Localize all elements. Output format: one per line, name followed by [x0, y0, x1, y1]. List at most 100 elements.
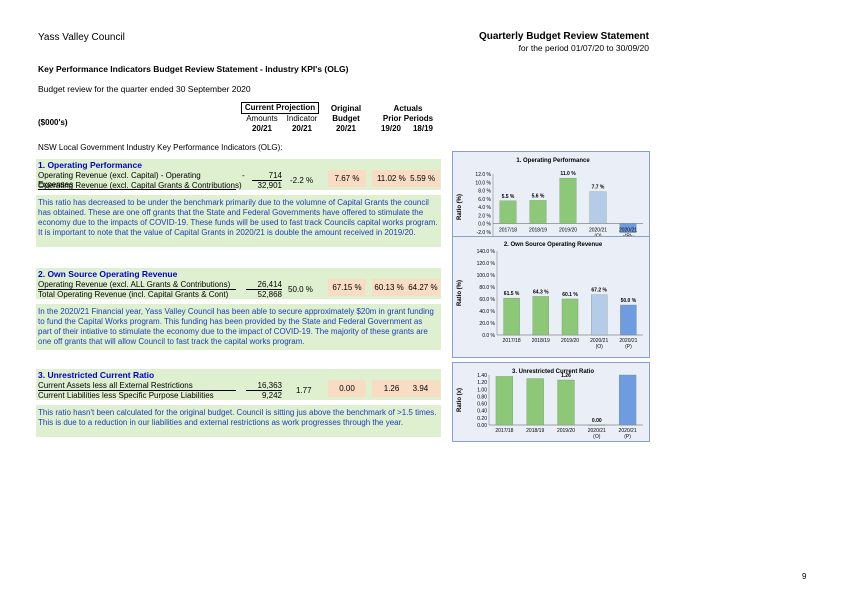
current-projection-header: Current Projection: [241, 102, 319, 114]
bar: [619, 223, 637, 233]
section2-title: 2. Own Source Operating Revenue: [38, 269, 178, 279]
original-header: Original: [330, 104, 362, 113]
bar: [589, 191, 607, 224]
x-tick-label: (O): [593, 434, 601, 440]
y-tick-label: 20.0 %: [479, 321, 495, 327]
prior2-year: 18/19: [412, 124, 434, 133]
actuals-header: Actuals: [393, 104, 423, 113]
y-tick-label: 0.80: [477, 394, 487, 400]
y-tick-label: 60.0 %: [479, 297, 495, 303]
data-label: 0.00: [592, 418, 602, 424]
chart-title: 2. Own Source Operating Revenue: [504, 242, 603, 248]
section1-row1-prefix: -: [242, 171, 245, 180]
data-label: 61.5 %: [504, 291, 520, 297]
bar: [499, 200, 517, 224]
section3-indicator: 1.77: [296, 386, 312, 395]
section1-row2-value: 32,901: [257, 181, 282, 190]
section3-prior-box: 1.26 3.94: [372, 380, 440, 397]
y-tick-label: 0.60: [477, 402, 487, 408]
data-label: 7.7 %: [592, 185, 605, 191]
section1-budget: 7.67 %: [328, 170, 366, 187]
document-subtitle: Budget review for the quarter ended 30 S…: [38, 84, 251, 94]
section3-commentary: This ratio hasn't been calculated for th…: [38, 408, 437, 427]
section2-budget: 67.15 %: [328, 279, 366, 296]
budget-year: 20/21: [335, 124, 357, 133]
page-number: 9: [802, 572, 807, 581]
y-tick-label: 0.0 %: [478, 222, 491, 228]
section2-prior2: 64.27 %: [408, 283, 438, 292]
x-tick-label: 2020/21: [589, 228, 607, 234]
y-axis-label: Ratio (%): [457, 194, 463, 220]
section1-row1-value: 714: [252, 171, 282, 181]
bar: [529, 200, 547, 224]
section1-row1-label: Operating Revenue (excl. Capital) - Oper…: [38, 171, 236, 190]
section1-commentary: This ratio has decreased to be under the…: [38, 198, 438, 237]
bar: [503, 297, 520, 336]
section3-row2-label: Current Liabilities less Specific Purpos…: [38, 391, 214, 400]
units-label: ($000's): [38, 118, 68, 127]
x-tick-label: 2017/18: [499, 228, 517, 234]
data-label: 5.5 %: [502, 194, 515, 200]
y-tick-label: 8.0 %: [478, 189, 491, 195]
report-title: Quarterly Budget Review Statement: [478, 31, 649, 42]
x-tick-label: 2019/20: [557, 428, 575, 434]
amounts-header: Amounts: [246, 114, 278, 123]
section2-prior-box: 60.13 % 64.27 %: [372, 279, 440, 296]
y-tick-label: 6.0 %: [478, 197, 491, 203]
y-tick-label: 1.40: [477, 373, 487, 379]
bar: [620, 304, 637, 336]
section1-title: 1. Operating Performance: [38, 160, 142, 170]
bar: [495, 376, 514, 426]
y-tick-label: 0.0 %: [482, 333, 495, 339]
intro-text: NSW Local Government Industry Key Perfor…: [38, 143, 283, 152]
budget-header: Budget: [332, 114, 360, 123]
section2-row1-label: Operating Revenue (excl. ALL Grants & Co…: [38, 280, 236, 290]
section2-indicator: 50.0 %: [288, 285, 313, 294]
bar: [588, 424, 606, 426]
y-tick-label: -2.0 %: [477, 230, 492, 236]
prior1-year: 19/20: [380, 124, 402, 133]
x-tick-label: 2018/19: [529, 228, 547, 234]
indicator-year: 20/21: [291, 124, 313, 133]
y-tick-label: 10.0 %: [475, 180, 491, 186]
y-tick-label: 1.20: [477, 380, 487, 386]
section1-commentary-box: [36, 195, 441, 247]
data-label: 64.3 %: [533, 289, 549, 295]
x-tick-label: 2020/21: [590, 338, 608, 344]
y-axis-label: Ratio (%): [457, 280, 463, 306]
x-tick-label: (P): [625, 344, 632, 350]
y-axis-label: Ratio (x): [457, 388, 463, 412]
x-tick-label: 2019/20: [561, 338, 579, 344]
x-tick-label: 2017/18: [495, 428, 513, 434]
section3-title: 3. Unrestricted Current Ratio: [38, 370, 155, 380]
section2-commentary: In the 2020/21 Financial year, Yass Vall…: [38, 307, 434, 346]
section2-row1-value: 26,414: [246, 280, 282, 290]
section2-commentary-box: [36, 304, 441, 350]
bar: [526, 378, 544, 426]
x-tick-label: 2020/21: [619, 338, 637, 344]
y-tick-label: 0.20: [477, 416, 487, 422]
bar: [591, 294, 608, 336]
x-tick-label: 2020/21: [588, 428, 606, 434]
x-tick-label: 2020/21: [619, 228, 637, 234]
section3-row1-label: Current Assets less all External Restric…: [38, 381, 236, 391]
x-tick-label: 2018/19: [526, 428, 544, 434]
section3-budget: 0.00: [328, 380, 366, 397]
data-label: 11.0 %: [560, 171, 576, 177]
bar: [557, 379, 575, 426]
bar: [559, 177, 577, 224]
x-tick-label: 2020/21: [619, 428, 637, 434]
chart-title: 1. Operating Performance: [516, 158, 590, 164]
bar: [561, 298, 579, 336]
data-label: 1.26: [561, 373, 571, 379]
y-tick-label: 100.0 %: [477, 273, 496, 279]
bar: [618, 374, 637, 426]
data-label: 5.6 %: [532, 193, 545, 199]
section3-row1-value: 16,363: [246, 381, 282, 391]
indicator-header: Indicator: [286, 114, 318, 123]
